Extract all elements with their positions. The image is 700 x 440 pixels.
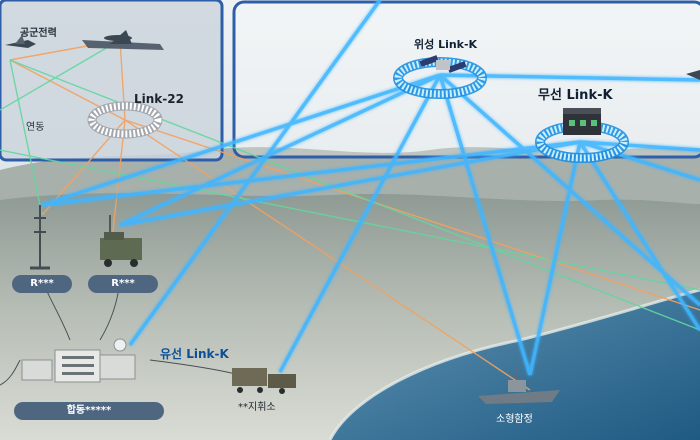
link-k-blue-links xyxy=(41,0,700,376)
satellite-icon xyxy=(419,55,467,73)
joint-hq-badge: 합동***** xyxy=(14,402,164,420)
command-post-label: **지휘소 xyxy=(238,402,276,413)
wireless-link-label: 무선 Link-K xyxy=(538,88,613,103)
antenna-tower-icon xyxy=(30,205,50,270)
satellite-link-label: 위성 Link-K xyxy=(414,38,478,51)
site-right-badge: R*** xyxy=(88,275,158,293)
command-post-icon xyxy=(232,368,296,394)
link22-label: Link-22 xyxy=(134,92,184,106)
linkage-label: 연동 xyxy=(26,122,45,133)
warship-icon xyxy=(478,370,560,404)
headquarters-icon xyxy=(21,338,136,383)
air-force-label: 공군전력 xyxy=(20,28,57,39)
radio-box-icon xyxy=(563,108,601,135)
awacs-aircraft-icon xyxy=(82,30,164,50)
ship-label: 소형함정 xyxy=(496,414,533,425)
military-truck-icon xyxy=(100,215,142,267)
aircraft-icon xyxy=(686,70,700,80)
sea xyxy=(330,290,700,440)
wired-link-label: 유선 Link-K xyxy=(160,347,229,361)
link22-hub xyxy=(87,101,163,139)
site-left-badge: R*** xyxy=(12,275,72,293)
air-force-panel xyxy=(0,0,224,162)
fighter-jet-icon xyxy=(5,35,36,48)
